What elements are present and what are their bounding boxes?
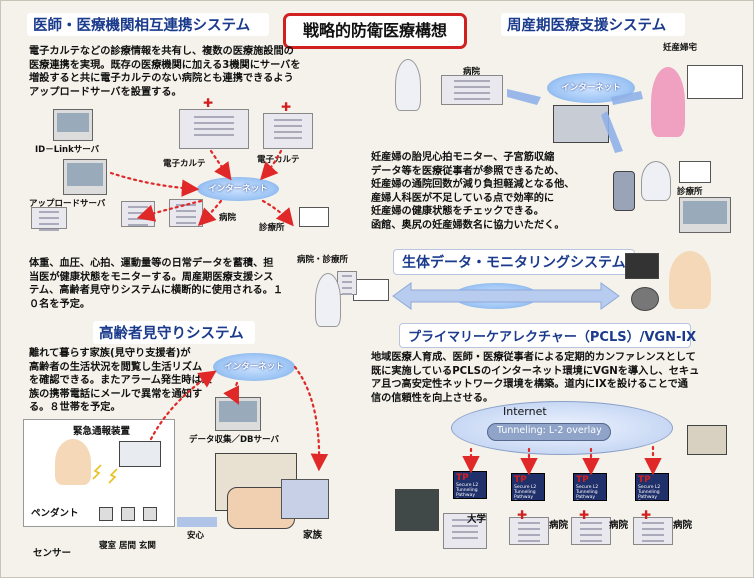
family-label: 家族 [303,530,323,541]
tunnel-node-logo: TP [514,475,527,485]
hospital-building-icon [633,517,673,545]
data-server-icon [215,397,261,431]
tunneling-label: Tunneling: L-2 overlay [497,425,602,436]
video-conference-photo [395,489,439,531]
hospital-cross-icon: ✚ [281,100,292,114]
pregnant-home-label: 妊産婦宅 [663,43,698,53]
mobile-phone-icon [613,171,635,211]
upload-server-icon [63,159,107,195]
hospital-building-icon [441,75,503,105]
doctor-icon [641,161,671,201]
tunnel-node-logo: TP [576,475,589,485]
lecture-room-photo [687,425,727,455]
tunnel-node-text: Secure L2 Tunneling Pathway System [456,483,479,498]
hospital-building-icon [509,517,549,545]
center-title: 戦略的防衛医療構想 [283,13,467,49]
tunnel-node-text: Secure L2 Tunneling Pathway System [638,485,661,500]
university-label: 大学 [467,514,487,525]
pregnant-home-house-icon [687,65,743,99]
clinic-house-icon [299,207,329,227]
tunnel-pipe [487,423,611,441]
pregnant-woman-icon [651,67,685,137]
clinic-label: 診療所 [259,223,285,233]
rooms-label: 寝室 居間 玄関 [99,541,156,551]
data-server-label: データ収集／DBサーバ [189,435,279,445]
ehr-label-2: 電子カルテ [257,155,300,165]
cooperation-title: 医師・医療機関相互連携システム [27,13,269,36]
clinic-house-icon [353,279,389,301]
hospital-building-icon [571,517,611,545]
university-building-icon [443,513,487,549]
hospital-cross-icon: ✚ [579,508,590,522]
doctor-icon [315,273,341,327]
elderly-woman-icon [669,251,711,309]
sensor-box-icon [99,507,113,521]
family-house-icon [281,479,329,519]
tunnel-node-logo: TP [456,473,469,483]
perinatal-title: 周産期医療支援システム [501,13,685,36]
monitor-screen-icon [679,197,731,233]
upload-server-label: アップロードサーバ [29,199,106,209]
emergency-device-label: 緊急通報装置 [73,426,131,437]
biodata-title: 生体データ・モニタリングシステム [393,249,635,275]
sensor-box-icon [121,507,135,521]
internet-cloud: インターネット [453,283,539,309]
elderly-body: 離れて暮らす家族(見守り支援者)が 高齢者の生活状況を閲覧し生活リズム を確認で… [29,348,212,414]
emergency-device-icon [119,441,161,467]
hospital-building-icon [31,207,67,229]
double-arrow-icon [177,517,217,527]
hospital-cross-icon: ✚ [641,508,652,522]
pcls-hospital-label-2: 病院 [609,520,629,531]
internet-cloud: インターネット [213,353,295,381]
hospital-building-icon [179,109,249,149]
perinatal-body: 妊産婦の胎児心拍モニター、子宮筋収縮 データ等を医療従事者が参照できるため、 妊… [371,152,575,231]
tunnel-node-logo: TP [638,475,651,485]
sensor-label: センサー [33,548,72,559]
blood-pressure-device-icon [625,253,659,279]
hospital-building-icon [263,113,313,149]
tunnel-node-text: Secure L2 Tunneling Pathway System [576,485,599,500]
id-link-server-icon [53,109,93,141]
internet-cloud: インターネット [197,177,279,201]
fetal-monitor-device-photo [553,105,609,143]
hospital-clinic-label: 病院・診療所 [297,255,349,265]
internet-cloud: インターネット [547,73,635,103]
hospital-building-icon [169,199,203,227]
clinic-house-icon [679,161,711,183]
perinatal-hospital-label: 病院 [463,67,481,77]
hospital-label: 病院 [219,213,237,223]
hospital-cross-icon: ✚ [517,508,528,522]
ehr-label-1: 電子カルテ [163,159,206,169]
cooperation-body: 電子カルテなどの診療情報を共有し、複数の医療施設間の 医療連携を実現。既存の医療… [29,46,301,98]
sensor-box-icon [143,507,157,521]
pcls-hospital-label-1: 病院 [549,520,569,531]
scale-device-icon [631,287,659,311]
pendant-label: ペンダント [31,508,79,519]
perinatal-clinic-label: 診療所 [677,187,703,197]
elderly-title: 高齢者見守りシステム [93,321,255,344]
hospital-cross-icon: ✚ [203,96,214,110]
doctor-icon [395,59,421,111]
elderly-man-icon [55,439,91,485]
tunnel-node-text: Secure L2 Tunneling Pathway System [514,485,537,500]
pcls-internet-label: Internet [503,405,547,418]
reassurance-label: 安心 [187,531,205,541]
id-link-server-label: ID－Linkサーバ [35,145,100,155]
hospital-building-icon [121,201,155,227]
pcls-body: 地域医療人育成、医師・医療従事者による定期的カンファレンスとして 既に実施してい… [371,352,700,404]
biodata-body: 体重、血圧、心拍、運動量等の日常データを蓄積、担 当医が健康状態をモニターする。… [29,258,284,310]
pcls-hospital-label-3: 病院 [673,520,693,531]
pcls-title: プライマリーケアレクチャー（PCLS）/VGN-IX [399,323,696,348]
